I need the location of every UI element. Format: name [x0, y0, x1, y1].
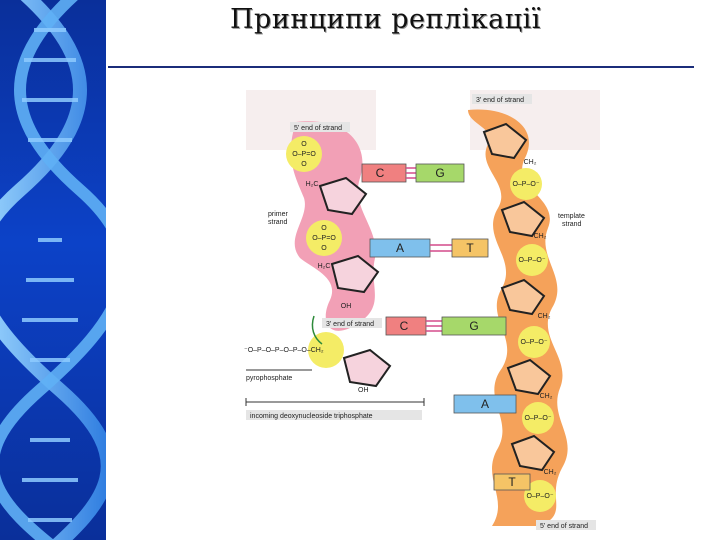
- attack-arrow: [311, 315, 323, 345]
- title-divider: [108, 66, 694, 68]
- sugar-ring: [510, 434, 556, 472]
- chem-label: OH: [341, 303, 352, 310]
- chem-label: CH₂: [544, 469, 557, 476]
- phosphate-group: [524, 480, 556, 512]
- label-3prime-top: 3' end of strand: [476, 97, 524, 104]
- chem-label: CH₂: [534, 233, 547, 240]
- chem-label: O: [301, 161, 307, 168]
- label-5prime-left: 5' end of strand: [294, 125, 342, 132]
- base-G: [415, 163, 465, 183]
- chem-label: O: [301, 141, 307, 148]
- sugar-ring: [500, 278, 546, 316]
- chem-label: O: [321, 245, 327, 252]
- dna-helix-icon: [0, 0, 106, 540]
- chem-label: O–P–O⁻: [518, 257, 545, 264]
- phosphate-group: [522, 402, 554, 434]
- chem-label: O–P–O⁻: [520, 339, 547, 346]
- label-incoming: incoming deoxynucleoside triphosphate: [250, 413, 373, 420]
- base-letter: G: [435, 166, 444, 180]
- base-T-unpaired: [493, 473, 531, 491]
- chem-label: O–P–O⁻: [524, 415, 551, 422]
- chem-label: O–P=O: [292, 151, 316, 158]
- phosphate-group: [518, 326, 550, 358]
- chem-label: O–P=O: [312, 235, 336, 242]
- base-A-unpaired: [453, 394, 517, 414]
- phosphate-group: [308, 332, 344, 368]
- base-letter: A: [481, 397, 489, 411]
- sugar-ring: [482, 122, 528, 160]
- chem-label: O: [321, 225, 327, 232]
- label-primer: primer: [268, 211, 289, 218]
- label-3prime-primer: 3' end of strand: [326, 321, 374, 328]
- sugar-ring: [342, 348, 392, 388]
- base-A: [369, 238, 431, 258]
- label-primer-strand: strand: [268, 219, 288, 226]
- sugar-ring: [330, 254, 380, 294]
- base-letter: C: [376, 166, 385, 180]
- chem-label: CH₂: [540, 393, 553, 400]
- base-letter: G: [469, 319, 478, 333]
- triphosphate-chain: ⁻O–P–O–P–O–P–O–CH₂: [244, 347, 324, 354]
- phosphate-group: [286, 136, 322, 172]
- label-template: template: [558, 213, 585, 220]
- chem-label: O–P–O⁻: [512, 181, 539, 188]
- phosphate-group: [510, 168, 542, 200]
- base-letter: T: [466, 241, 474, 255]
- chem-label: H₂C: [318, 263, 331, 270]
- label-pyrophosphate: pyrophosphate: [246, 375, 292, 382]
- dna-replication-diagram: C G A T C G A T O O–P=O O H₂C O O–P=O O …: [240, 88, 604, 534]
- label-5prime-bottom: 5' end of strand: [540, 523, 588, 530]
- base-letter: A: [396, 241, 404, 255]
- chem-label: CH₂: [524, 159, 537, 166]
- chem-label: H₂C: [306, 181, 319, 188]
- sugar-ring: [318, 176, 368, 216]
- sugar-ring: [506, 358, 552, 396]
- dna-sidebar-decoration: [0, 0, 106, 540]
- base-T: [451, 238, 489, 258]
- chem-label: OH: [358, 387, 369, 394]
- phosphate-group: [306, 220, 342, 256]
- label-template-strand: strand: [562, 221, 582, 228]
- phosphate-group: [516, 244, 548, 276]
- chem-label: O–P–O⁻: [526, 493, 553, 500]
- slide-title: Принципи реплікації: [230, 4, 541, 35]
- base-letter: T: [508, 475, 516, 489]
- base-G: [441, 316, 507, 336]
- sugar-ring: [500, 200, 546, 238]
- base-letter: C: [400, 319, 409, 333]
- chem-label: CH₂: [538, 313, 551, 320]
